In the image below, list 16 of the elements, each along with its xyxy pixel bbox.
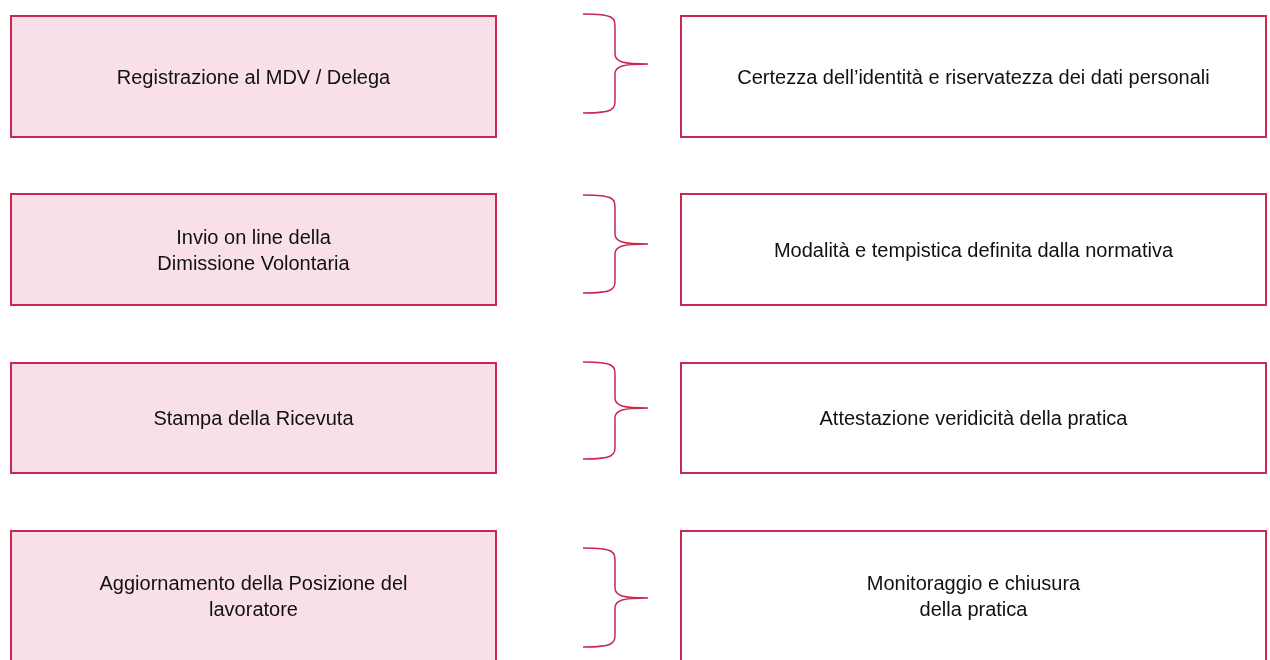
step-box [10, 530, 497, 660]
step-text: Attestazione veridicità della pratica [819, 406, 1128, 431]
step-text: Monitoraggio e chiusura della pratica [866, 571, 1081, 622]
step-box [10, 15, 497, 138]
step-box [10, 193, 497, 306]
result-box [680, 193, 1267, 306]
result-box [680, 362, 1267, 474]
result-box [680, 15, 1267, 138]
step-text: Certezza dell’identità e riservatezza dei dati personali [737, 64, 1210, 90]
result-box [680, 530, 1267, 660]
step-text: Invio on line della Dimissione Volontaria [156, 224, 351, 276]
step-text: Stampa della Ricevuta [153, 406, 354, 431]
step-text: Modalità e tempistica definita dalla normativa [773, 237, 1174, 263]
step-box [10, 362, 497, 474]
step-text: Aggiornamento della Posizione del lavoratore [98, 571, 409, 622]
step-text: Registrazione al MDV / Delega [116, 64, 391, 90]
